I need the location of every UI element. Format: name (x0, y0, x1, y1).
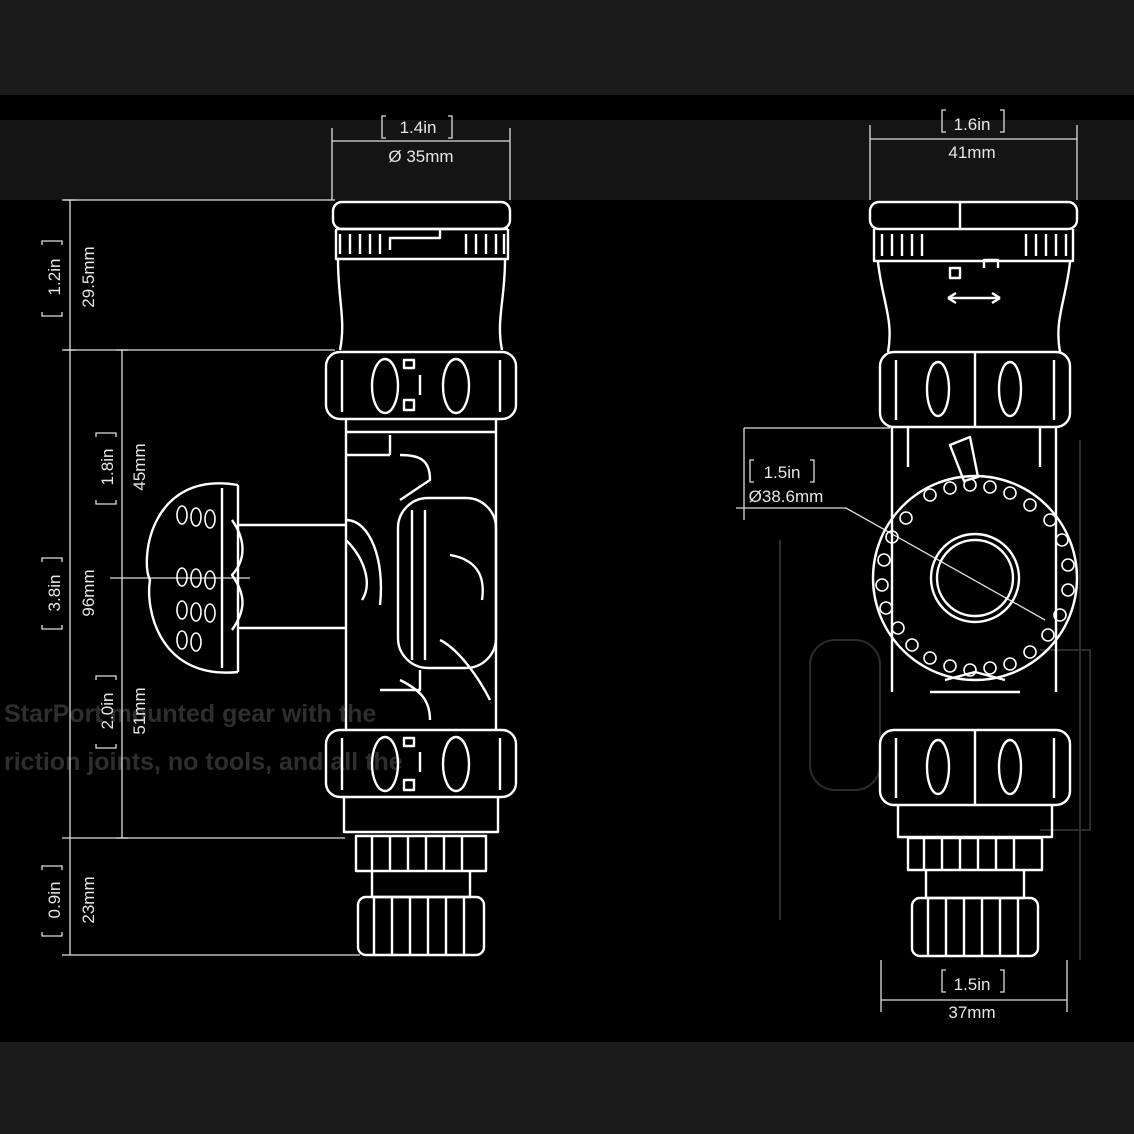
left-base-height-mm: 23mm (79, 876, 98, 923)
left-dimensions (41, 115, 511, 956)
drawing-panel (0, 95, 1134, 1042)
right-bottom-width-in: 1.5in (954, 975, 991, 994)
header-strip (0, 120, 1134, 200)
right-bottom-width-mm: 37mm (948, 1003, 995, 1022)
right-ball-dia-in: 1.5in (764, 463, 801, 482)
left-upper-height-mm: 45mm (130, 443, 149, 490)
right-ball-dia-mm: Ø38.6mm (749, 487, 824, 506)
left-total-height-in: 3.8in (45, 575, 64, 612)
left-cap-height-mm: 29.5mm (79, 246, 98, 307)
left-lower-height-mm: 51mm (130, 687, 149, 734)
left-base-height-in: 0.9in (45, 882, 64, 919)
left-top-width-in: 1.4in (400, 118, 437, 137)
right-top-width-in: 1.6in (954, 115, 991, 134)
bottom-band (0, 1042, 1134, 1134)
top-band (0, 0, 1134, 95)
left-upper-height-in: 1.8in (98, 449, 117, 486)
right-dimensions (736, 109, 1078, 1012)
left-top-width-mm: Ø 35mm (388, 147, 453, 166)
left-cap-height-in: 1.2in (45, 259, 64, 296)
left-mount-outline (145, 200, 518, 957)
right-top-width-mm: 41mm (948, 143, 995, 162)
ghost-text-line-1: StarPort mounted gear with the (4, 700, 376, 728)
left-total-height-mm: 96mm (79, 569, 98, 616)
right-mount-outline (868, 200, 1079, 958)
left-lower-height-in: 2.0in (98, 693, 117, 730)
ghost-drawing (779, 440, 1091, 960)
